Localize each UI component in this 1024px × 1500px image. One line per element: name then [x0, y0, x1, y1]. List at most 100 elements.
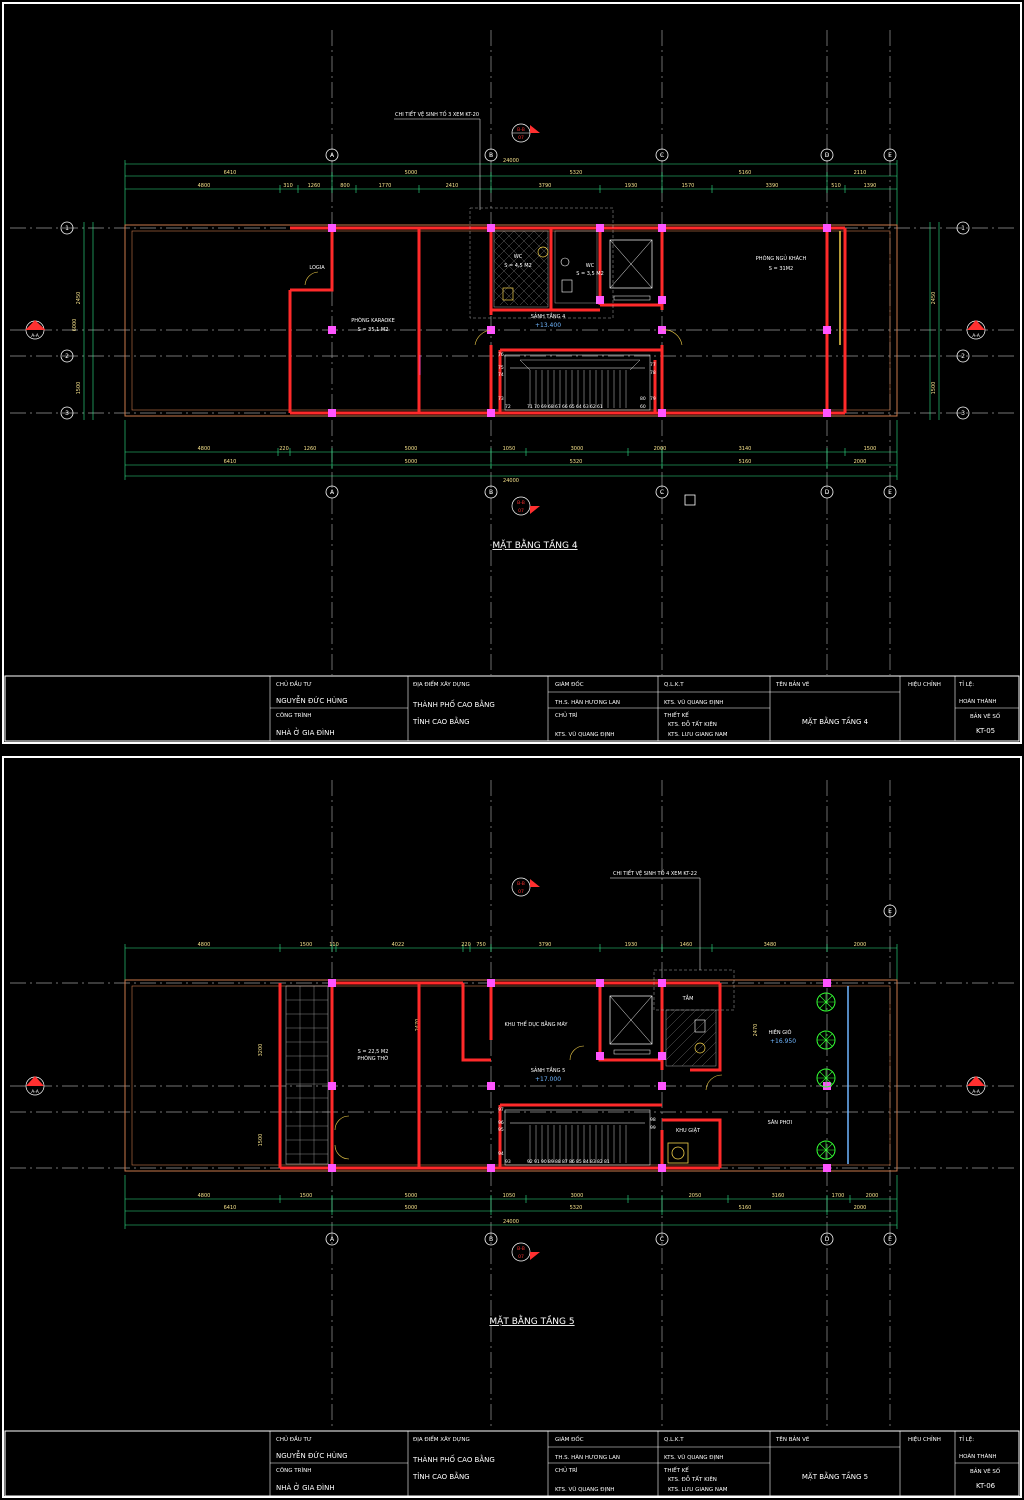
lobby-floor-4: SẢNH TẦNG 4: [531, 312, 566, 320]
stair-num-70: 70: [534, 404, 540, 410]
dim-top-9: 1460: [680, 942, 693, 948]
tb-scale-label: TỈ LỆ:: [958, 1435, 974, 1443]
dim-detail-1: 4800: [198, 183, 211, 189]
dimension-lines-top: [124, 160, 898, 225]
dimension-texts-bottom: 4800 220 1260 5000 1050 3000 2000 3140 1…: [198, 446, 877, 484]
axis-label-a: A: [330, 1236, 335, 1243]
room-wc-2: WC: [586, 263, 595, 269]
dim-bottom-2: 1500: [300, 1193, 313, 1199]
axis-label-d: D: [825, 152, 830, 159]
dim-bottom-axis-1: 6410: [224, 459, 237, 465]
stair-num-93: 93: [505, 1159, 511, 1165]
tb-owner-label: CHỦ ĐẦU TƯ: [276, 680, 312, 688]
dim-bottom-8: 1700: [832, 1193, 845, 1199]
stair-num-92: 92: [527, 1159, 533, 1165]
section-mark-bottom: B-B 07: [511, 496, 540, 516]
section-ref-bottom: 07: [518, 508, 524, 514]
stair-num-69: 69: [541, 404, 547, 410]
dim-bottom-5: 3000: [571, 1193, 584, 1199]
axis-label-e: E: [888, 908, 892, 915]
stair-num-72: 72: [505, 404, 511, 410]
dim-bottom-4: 5000: [405, 446, 418, 452]
axis-label-c: C: [660, 1236, 664, 1243]
tb-sheet-label: BẢN VẼ SỐ: [970, 1467, 1001, 1475]
stair-num-89: 89: [548, 1159, 554, 1165]
wc-hatch: [493, 230, 598, 308]
room-karaoke: PHÒNG KARAOKE: [351, 317, 395, 324]
dim-top-8: 1930: [625, 942, 638, 948]
tb-sheet: KT-05: [976, 727, 995, 735]
tb-sheet: KT-06: [976, 1482, 996, 1490]
section-id-bottom: B-B: [517, 1246, 525, 1252]
tb-location-label: ĐỊA ĐIỂM XÂY DỰNG: [413, 1435, 470, 1443]
tb-drawing-name-label: TÊN BẢN VẼ: [775, 1435, 810, 1443]
room-bath: TẮM: [682, 994, 694, 1002]
dim-side-right-2: 1500: [931, 382, 937, 395]
tb-design-2: KTS. LƯU GIANG NAM: [668, 1487, 728, 1493]
veranda-elevation: +16.950: [770, 1038, 796, 1045]
stair-num-99: 99: [650, 1125, 656, 1131]
stair-num-83: 83: [590, 1159, 596, 1165]
tb-design-2: KTS. LƯU GIANG NAM: [668, 732, 728, 738]
stair-num-79: 79: [650, 396, 656, 402]
tb-owner: NGUYỄN ĐỨC HÙNG: [276, 695, 348, 705]
tb-qlkt: KTS. VŨ QUANG ĐỊNH: [664, 699, 723, 706]
tb-design-1: KTS. ĐỖ TẤT KIÊN: [668, 720, 717, 728]
stair-num-94: 94: [498, 1151, 504, 1157]
room-guest-bedroom: PHÒNG NGỦ KHÁCH: [756, 254, 807, 262]
dim-bottom-axis-1: 6410: [224, 1205, 237, 1211]
axis-label-b: B: [489, 152, 493, 159]
dim-bottom-9: 2000: [866, 1193, 879, 1199]
tb-revision-label: HIỆU CHỈNH: [908, 680, 941, 688]
elevator: [609, 995, 653, 1055]
axis-label-1-right: 1: [961, 225, 965, 232]
dim-detail-10: 3390: [766, 183, 779, 189]
axis-labels: E A B C D E: [330, 908, 892, 1243]
dimension-texts-top: 4800 1500 110 4022 220 750 3790 1930 146…: [198, 942, 867, 948]
dim-detail-5: 1770: [379, 183, 392, 189]
stair-num-73: 73: [498, 396, 504, 402]
axis-label-c-bottom: C: [660, 489, 664, 496]
dim-bottom-2: 220: [279, 446, 289, 452]
dim-side-4: 2470: [753, 1024, 759, 1037]
dim-bottom-axis-5: 2000: [854, 459, 867, 465]
stair-num-65: 65: [569, 404, 575, 410]
axis-label-2: 2: [65, 353, 69, 360]
tb-location-2: TỈNH CAO BẰNG: [412, 1471, 470, 1481]
dim-bottom-4: 1050: [503, 1193, 516, 1199]
dim-bottom-3: 5000: [405, 1193, 418, 1199]
dim-top-7: 3790: [539, 942, 552, 948]
stair-num-66: 66: [562, 404, 568, 410]
tb-chief-label: CHỦ TRÌ: [555, 1466, 578, 1474]
plants: [816, 992, 836, 1160]
callout-text: CHI TIẾT VỆ SINH TỐ 3 XEM KT-20: [395, 110, 479, 118]
tb-design-label: THIẾT KẾ: [663, 711, 689, 719]
tb-project-label: CÔNG TRÌNH: [276, 712, 311, 719]
stair-num-91: 91: [534, 1159, 540, 1165]
section-ref-top: 07: [518, 135, 524, 141]
tb-qlkt-label: Q.L.K.T: [664, 1437, 684, 1443]
axis-label-2-right: 2: [961, 353, 965, 360]
room-labels: PHÒNG THỜ S = 22,5 M2 KHU THỂ DỤC BẰNG M…: [357, 994, 792, 1134]
section-mark-left: A-A: [25, 320, 46, 340]
dim-total-top: 24000: [503, 158, 519, 164]
dim-top-3: 110: [329, 942, 339, 948]
dimension-texts-side: 2450 1500 6000 2450 1500: [72, 292, 937, 395]
room-wc-1: WC: [514, 254, 523, 260]
dim-top-5: 220: [461, 942, 471, 948]
drawing-title-floor-4: MẶT BẰNG TẦNG 4: [492, 538, 577, 551]
detail-callout: CHI TIẾT VỆ SINH TỐ 4 XEM KT-22: [610, 869, 701, 970]
sheet-frame: [2, 2, 1022, 744]
dimension-lines-top: [124, 944, 898, 980]
dim-detail-7: 3790: [539, 183, 552, 189]
dim-detail-11: 510: [831, 183, 841, 189]
axis-label-e-bottom: E: [888, 489, 892, 496]
callout-text: CHI TIẾT VỆ SINH TỐ 4 XEM KT-22: [613, 869, 697, 877]
axis-bubbles: [325, 904, 897, 1246]
axis-label-e-bottom: E: [888, 1236, 892, 1243]
stair-num-60: 60: [640, 404, 646, 410]
detail-callout: CHI TIẾT VỆ SINH TỐ 3 XEM KT-20: [394, 110, 614, 319]
dim-bottom-axis-4: 5160: [739, 1205, 752, 1211]
stair-num-86: 86: [569, 1159, 575, 1165]
tb-project: NHÀ Ở GIA ĐÌNH: [276, 1482, 335, 1492]
